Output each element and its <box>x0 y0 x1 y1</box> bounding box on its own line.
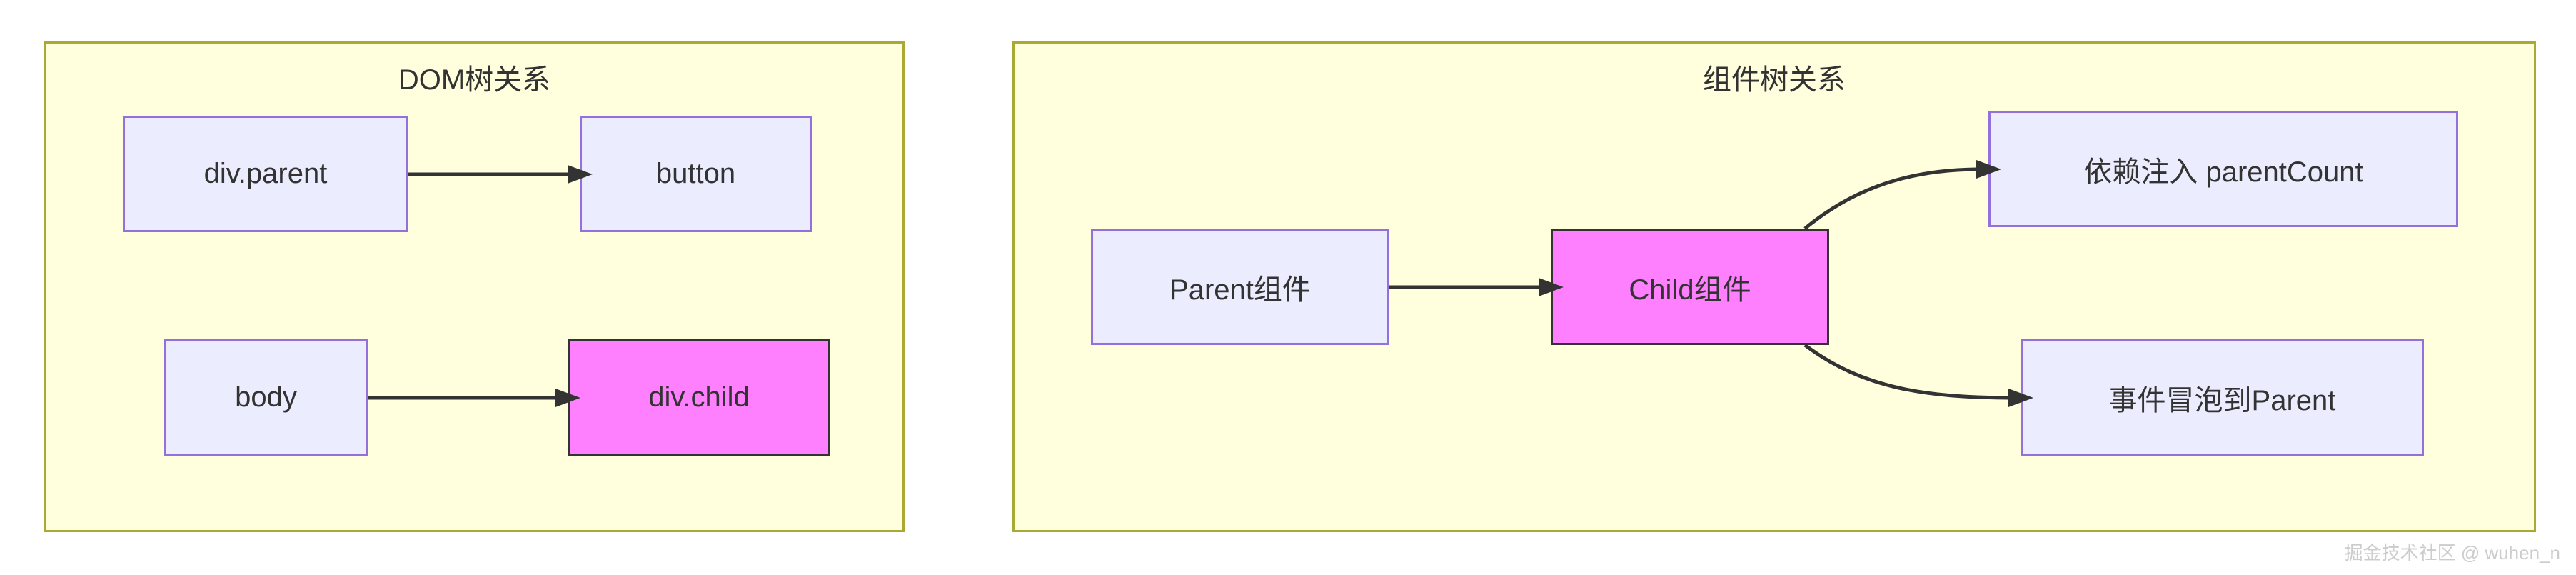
node-inject-parent-count-label: 依赖注入 parentCount <box>2083 156 2363 188</box>
node-div-child[interactable]: div.child <box>568 339 830 456</box>
node-button[interactable]: button <box>580 116 812 232</box>
node-child-component[interactable]: Child组件 <box>1551 229 1829 345</box>
node-parent-component[interactable]: Parent组件 <box>1091 229 1389 345</box>
node-button-label: button <box>655 158 736 189</box>
watermark: 掘金技术社区 @ wuhen_n <box>2344 542 2560 564</box>
node-inject-parent-count[interactable]: 依赖注入 parentCount <box>1988 111 2458 227</box>
node-body[interactable]: body <box>164 339 368 456</box>
node-div-parent[interactable]: div.parent <box>123 116 408 232</box>
node-div-parent-label: div.parent <box>203 158 328 189</box>
node-parent-component-label: Parent组件 <box>1169 274 1311 306</box>
cluster-component-tree-title: 组件树关系 <box>1703 64 1846 96</box>
node-event-bubble-parent-label: 事件冒泡到Parent <box>2108 384 2336 416</box>
node-div-child-label: div.child <box>648 381 750 413</box>
node-event-bubble-parent[interactable]: 事件冒泡到Parent <box>2021 339 2424 456</box>
node-child-component-label: Child组件 <box>1629 274 1751 306</box>
node-body-label: body <box>235 381 297 413</box>
cluster-dom-tree-title: DOM树关系 <box>398 64 551 96</box>
